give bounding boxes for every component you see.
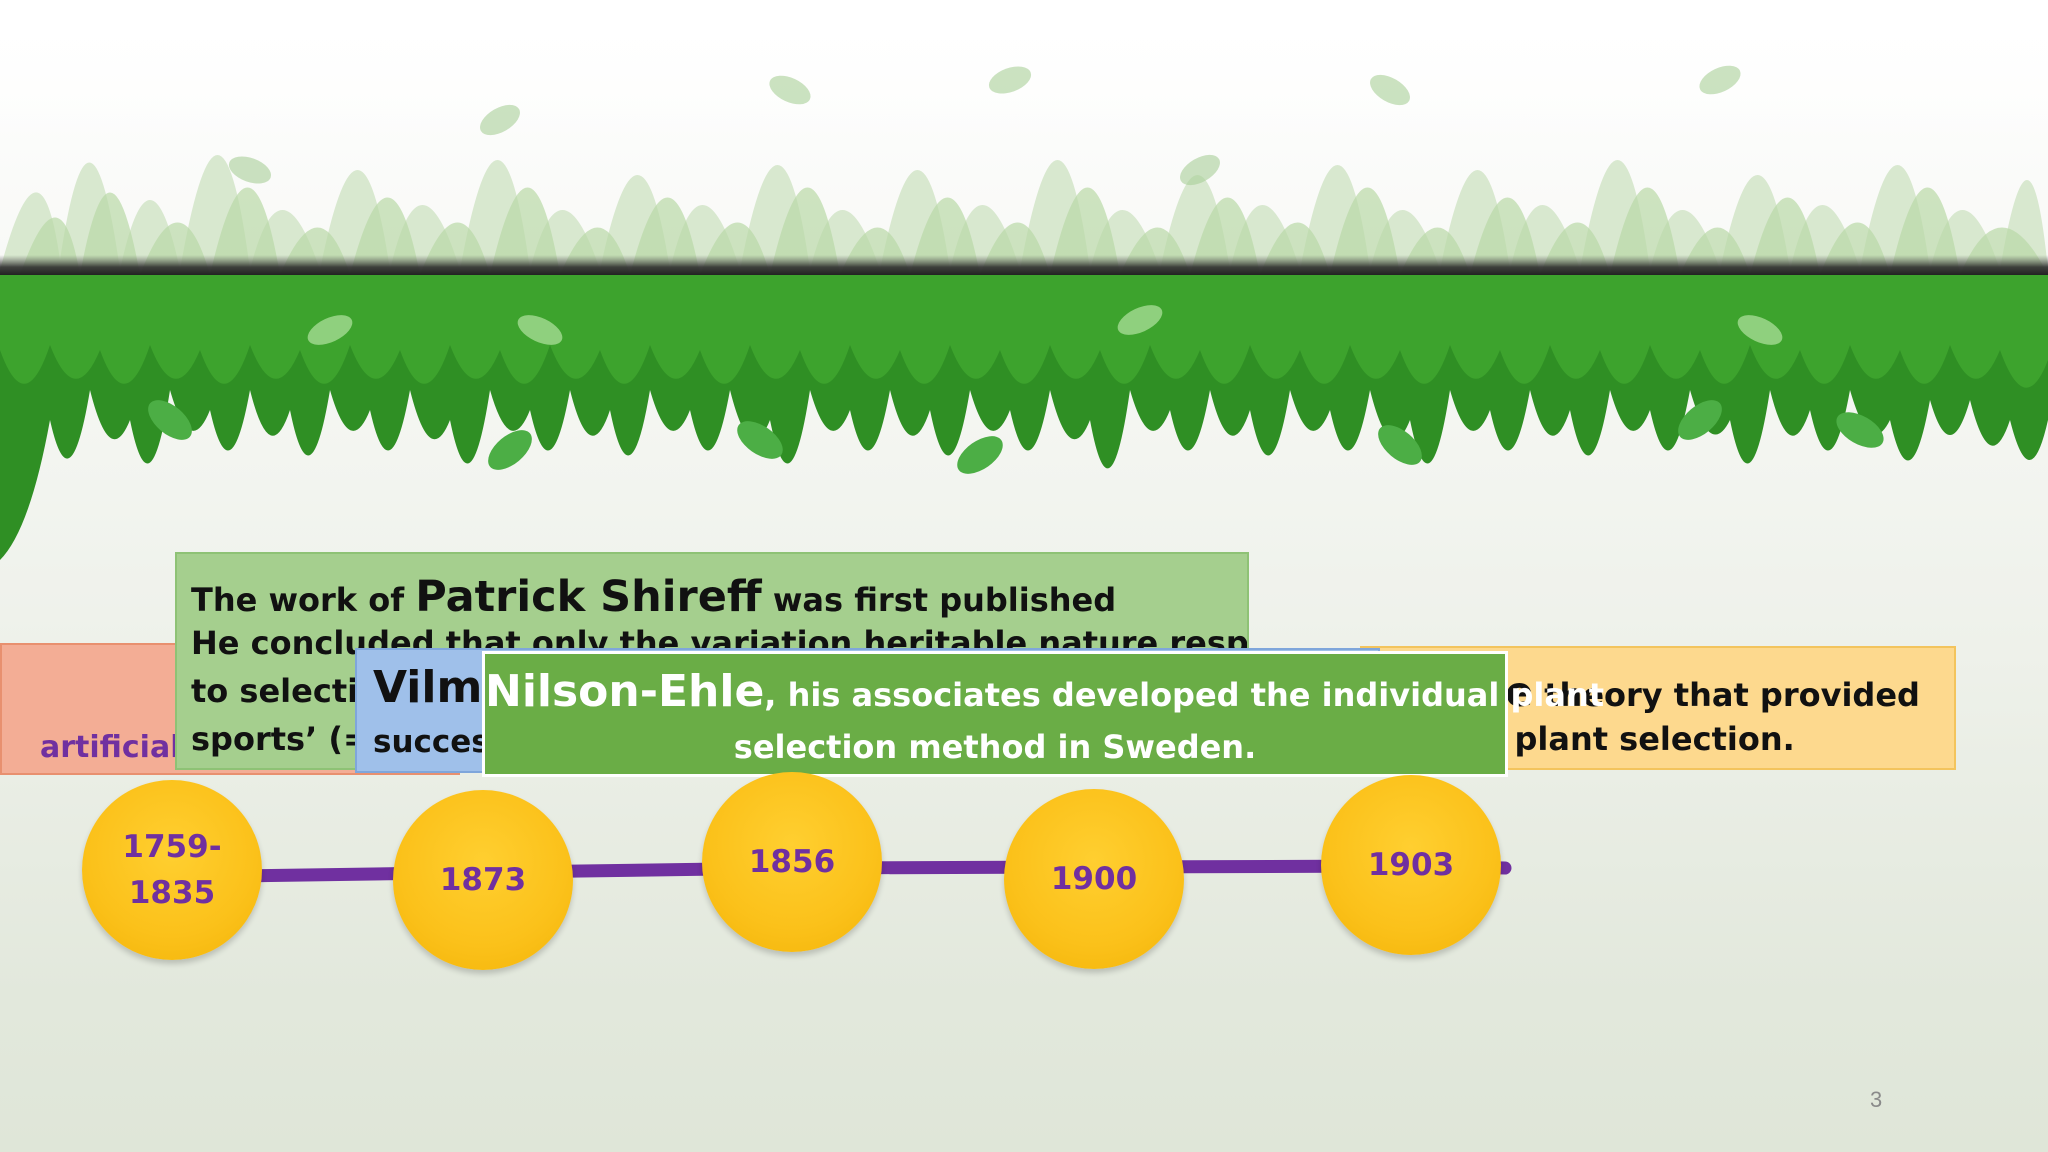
- year-circle-1900[interactable]: 1900: [1004, 789, 1184, 969]
- year-circle-1903[interactable]: 1903: [1321, 775, 1501, 955]
- year-label: 1873: [439, 862, 527, 898]
- event-text: artificial: [40, 730, 181, 765]
- event-text: was first published: [761, 581, 1117, 619]
- event-text: , his associates developed the individua…: [764, 676, 1605, 714]
- event-box-nilson-ehle: Nilson-Ehle, his associates developed th…: [482, 651, 1604, 777]
- year-circle-1856[interactable]: 1856: [702, 772, 882, 952]
- year-circle-1873[interactable]: 1873: [393, 790, 573, 970]
- event-line-1: Nilson-Ehle, his associates developed th…: [485, 666, 1604, 717]
- grass-banner-image: [0, 0, 2048, 560]
- page-number: 3: [1870, 1087, 1883, 1112]
- year-circle-1759-1835[interactable]: 1759- 1835: [82, 780, 262, 960]
- event-highlight: Nilson-Ehle: [485, 666, 765, 717]
- event-line-2: selection method in Sweden.: [733, 728, 1257, 766]
- event-text: theory that provided: [1533, 676, 1920, 714]
- event-text: The work of: [191, 581, 416, 619]
- year-label: 1856: [748, 844, 836, 880]
- event-line-1: The work of Patrick Shireff was first pu…: [191, 572, 1116, 622]
- event-highlight: Patrick Shireff: [415, 572, 762, 622]
- year-label: 1903: [1367, 847, 1455, 883]
- year-label: 1759- 1835: [122, 829, 222, 911]
- event-line-3: to selectio: [191, 672, 381, 710]
- year-label: 1900: [1050, 861, 1138, 897]
